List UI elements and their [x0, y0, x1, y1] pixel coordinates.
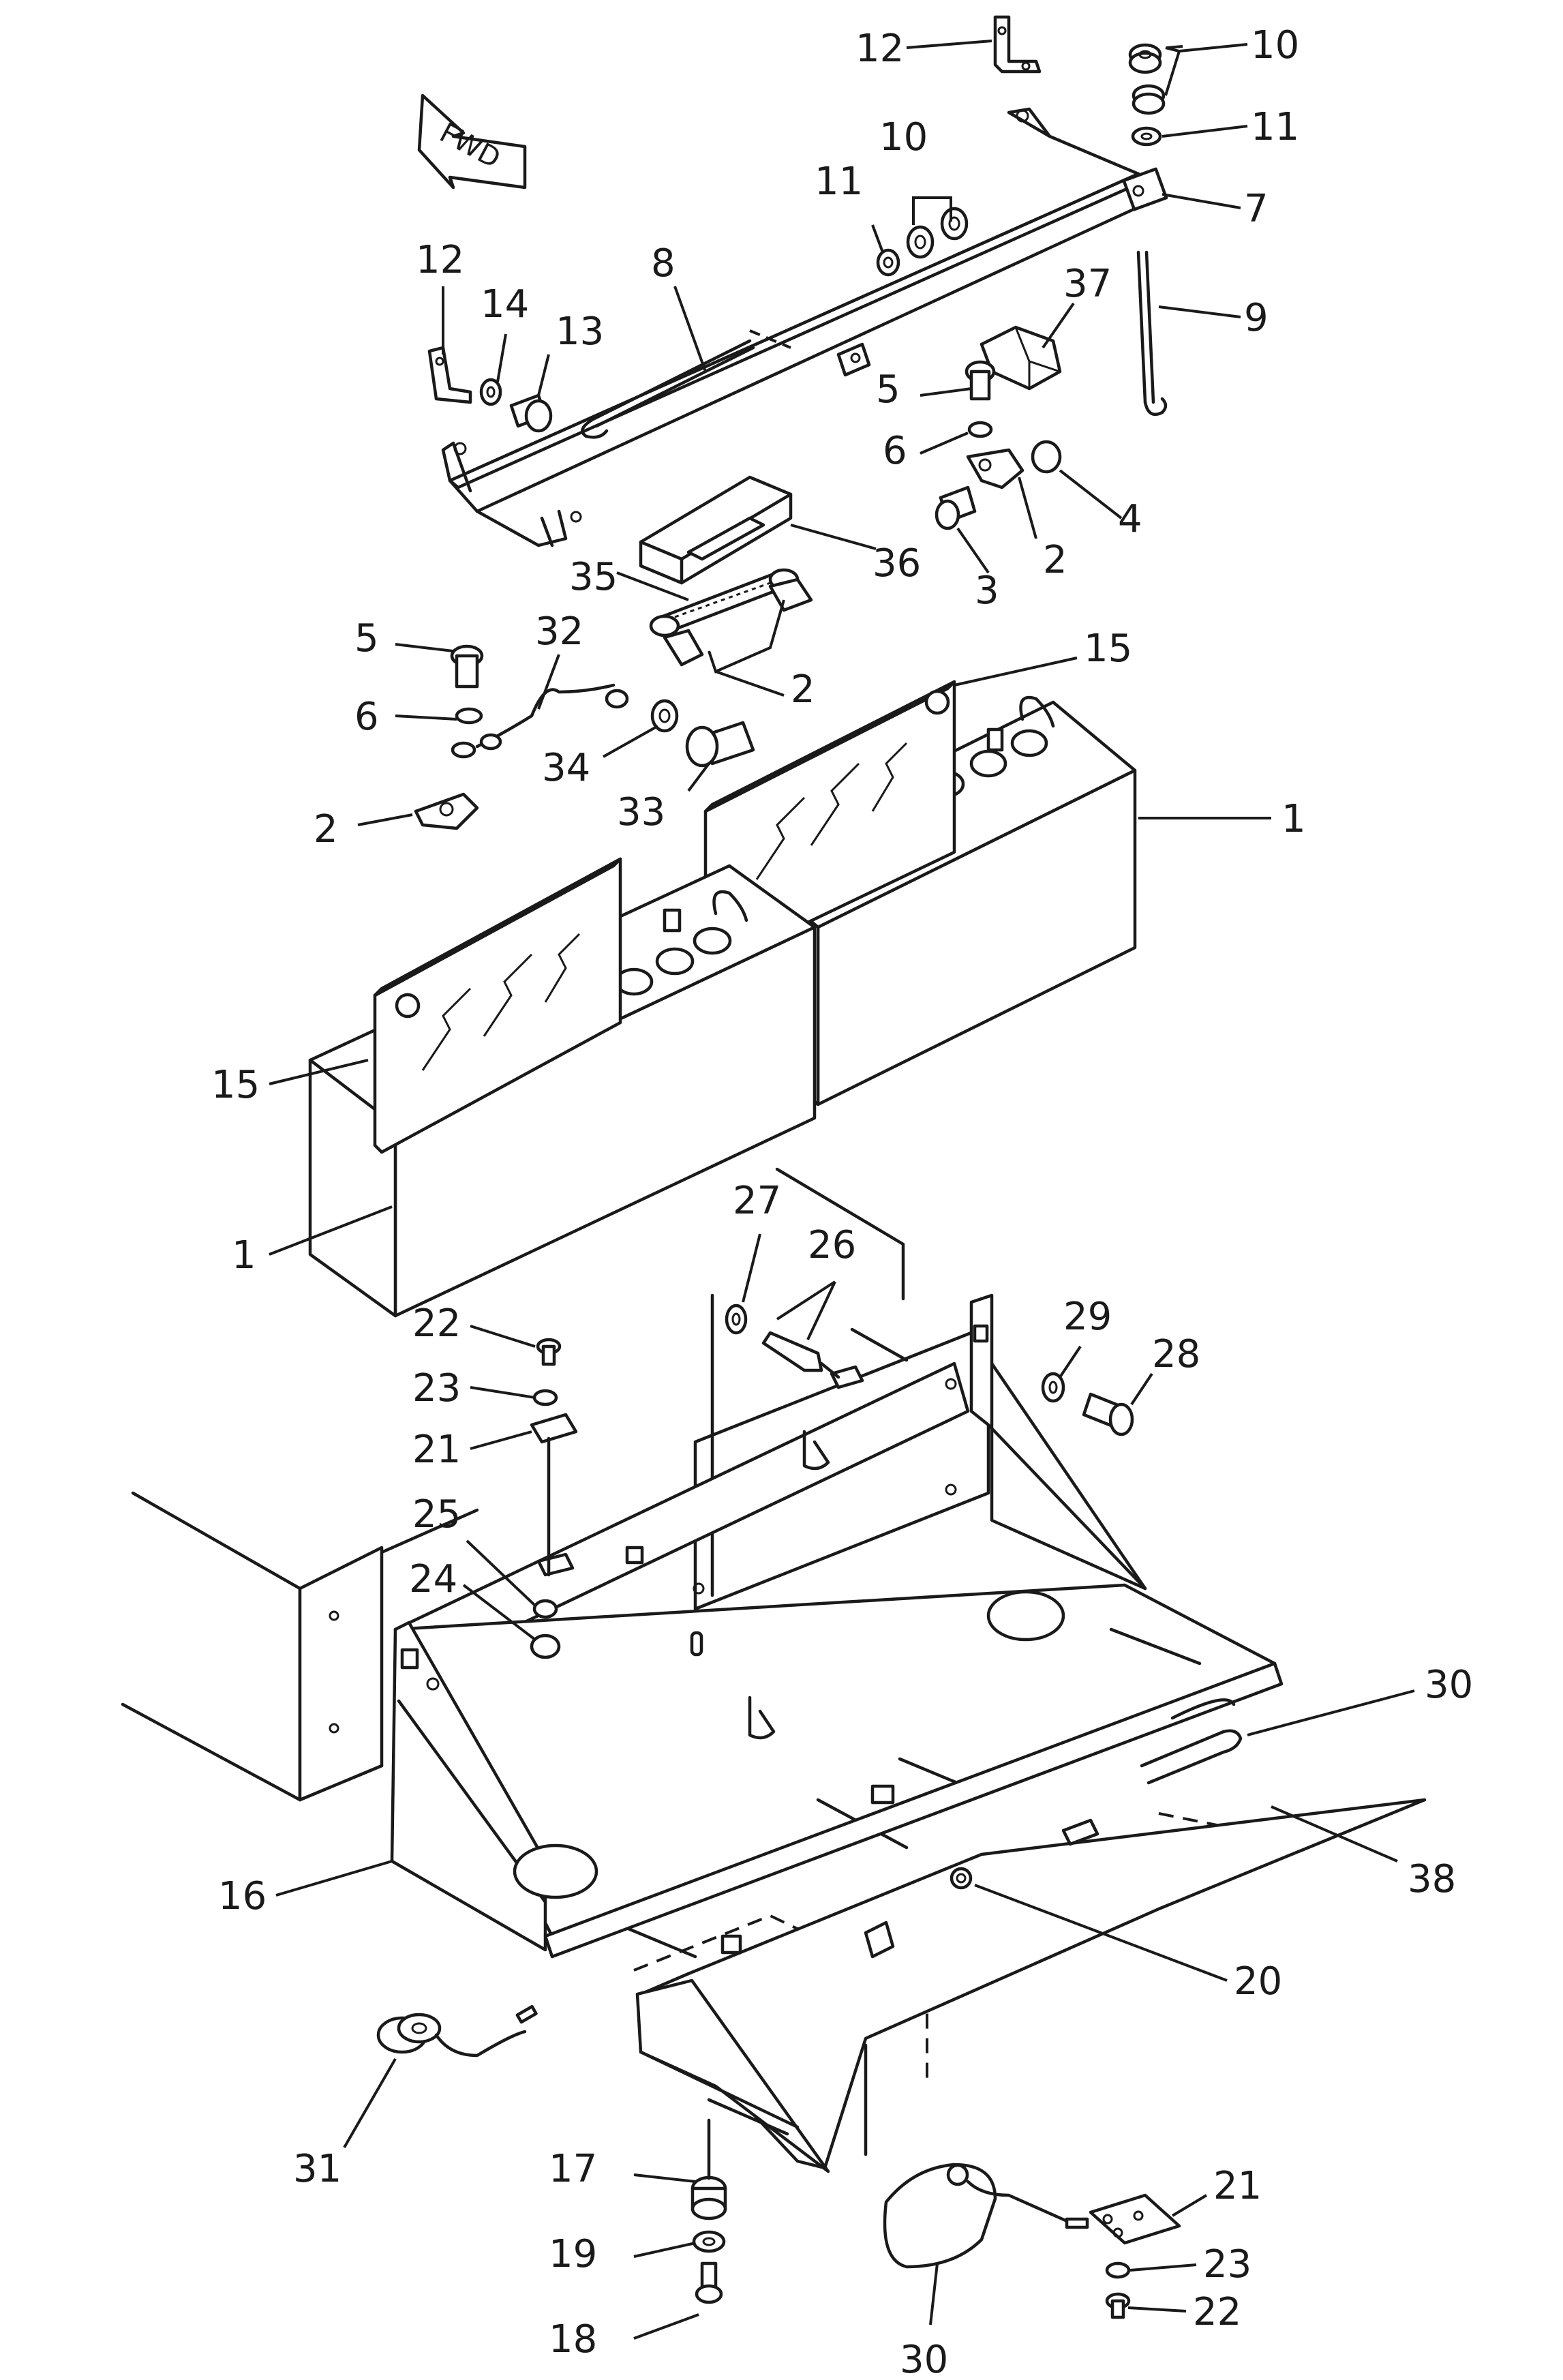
mount-bracket-bottom: [1089, 2193, 1181, 2319]
callout-4: 4: [1118, 497, 1142, 541]
callout-37: 37: [1063, 262, 1112, 306]
callout-18: 18: [549, 2317, 597, 2362]
callout-1: 1: [232, 1233, 256, 1278]
bolt-28-washer-29: [1041, 1372, 1134, 1436]
terminal-cover-clamp: [980, 325, 1062, 391]
callout-16: 16: [218, 1874, 267, 1918]
callout-25: 25: [412, 1492, 461, 1537]
callout-2: 2: [1043, 538, 1067, 582]
bolt-33-washer-34: [650, 699, 755, 768]
callout-30: 30: [1425, 1663, 1473, 1707]
callout-10: 10: [879, 115, 928, 160]
callout-11: 11: [815, 160, 863, 204]
bracket-top: [993, 15, 1042, 74]
callout-13: 13: [556, 310, 604, 354]
terminal-cover-pad: [639, 475, 793, 585]
callout-6: 6: [354, 695, 379, 739]
callout-31: 31: [293, 2147, 342, 2191]
callout-30: 30: [900, 2338, 948, 2380]
callout-1: 1: [1281, 797, 1306, 841]
lamp-connector: [376, 2004, 538, 2058]
nut-pair-middle: [876, 207, 969, 277]
callout-22: 22: [412, 1301, 461, 1346]
callout-3: 3: [975, 569, 999, 613]
callout-26: 26: [808, 1223, 856, 1267]
callout-34: 34: [542, 746, 590, 790]
ground-cable: [451, 683, 629, 759]
j-bolt-rod: [581, 339, 755, 439]
callout-2: 2: [791, 667, 815, 712]
callout-6: 6: [883, 429, 907, 473]
callout-21: 21: [412, 1428, 461, 1472]
callout-15: 15: [211, 1063, 260, 1107]
callout-labels: 12 10 11 10 11 7 8 12 14 13 37 9 5 6 4 2…: [211, 23, 1473, 2380]
callout-15: 15: [1084, 627, 1132, 671]
callout-17: 17: [549, 2147, 597, 2191]
insulator-plate-left: [373, 857, 622, 1154]
bracket-left: [427, 346, 472, 404]
callout-2: 2: [314, 807, 338, 852]
battery-connector-strap: [649, 568, 813, 667]
callout-23: 23: [1203, 2242, 1251, 2287]
callout-22: 22: [1193, 2290, 1241, 2334]
callout-10: 10: [1251, 23, 1299, 67]
leader-lines: [269, 40, 1415, 2340]
lamp-housing: [883, 2163, 1089, 2269]
callout-5: 5: [876, 367, 900, 412]
callout-33: 33: [617, 790, 665, 834]
lower-tray: [635, 1798, 1427, 2173]
callout-9: 9: [1244, 296, 1269, 340]
callout-7: 7: [1244, 187, 1269, 231]
callout-19: 19: [549, 2232, 597, 2276]
forward-direction-arrow: FWD: [417, 93, 527, 190]
callout-21: 21: [1213, 2164, 1262, 2208]
callout-38: 38: [1408, 1857, 1456, 1901]
callout-32: 32: [535, 609, 583, 654]
callout-12: 12: [855, 27, 904, 71]
left-fastener-stack: [530, 1338, 578, 1659]
rod-26-washer-27: [725, 1304, 909, 1379]
callout-23: 23: [412, 1366, 461, 1411]
callout-8: 8: [651, 241, 676, 286]
battery-box: [121, 1167, 1296, 2079]
callout-27: 27: [733, 1179, 781, 1223]
foot-bolt-stack: [691, 2118, 727, 2304]
callout-35: 35: [569, 555, 618, 599]
callout-14: 14: [481, 282, 529, 327]
callout-20: 20: [1234, 1959, 1282, 2004]
nut-washer-stack: [1128, 43, 1166, 147]
box-small-parts: [536, 1365, 1243, 1959]
bolt-13-washer-14: [479, 378, 553, 433]
callout-5: 5: [354, 616, 379, 661]
callout-24: 24: [409, 1557, 457, 1601]
callout-11: 11: [1251, 105, 1299, 149]
terminal-hardware-right: [935, 360, 1062, 530]
callout-28: 28: [1152, 1332, 1200, 1376]
callout-29: 29: [1063, 1295, 1112, 1339]
j-bolt-rod-vertical: [1136, 250, 1168, 417]
callout-36: 36: [872, 541, 921, 586]
terminal-hardware-left: [414, 644, 484, 830]
hold-down-bar: [441, 107, 1168, 547]
callout-12: 12: [416, 238, 464, 282]
